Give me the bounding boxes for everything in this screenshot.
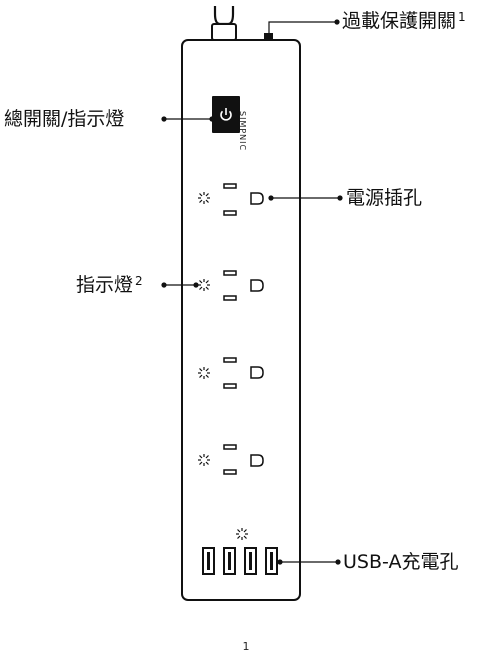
indicator-light-icon [198,192,248,540]
power-outlet-label: 電源插孔 [346,187,423,209]
outlet-3 [223,357,264,389]
outlet-2 [223,270,264,301]
overload-switch-footnote: 1 [458,10,466,24]
outlet-1 [223,183,264,216]
page-number: 1 [242,640,250,653]
brand-logo: SIMPNIC [238,111,247,152]
usb-a-label: USB-A充電孔 [343,551,459,573]
master-switch-label: 總開關/指示燈 [4,108,125,130]
usb-a-ports [202,547,278,575]
leader-lines [161,19,343,565]
cord-plug-base [211,23,237,41]
power-strip-body [181,39,301,601]
overload-switch-button [264,33,273,41]
indicator-text: 指示燈 [76,274,134,296]
power-cord [213,6,235,26]
indicator-footnote: 2 [135,274,143,288]
power-icon [220,108,232,121]
overload-switch-text: 過載保護開關 [342,10,457,32]
outlet-4 [223,444,264,475]
